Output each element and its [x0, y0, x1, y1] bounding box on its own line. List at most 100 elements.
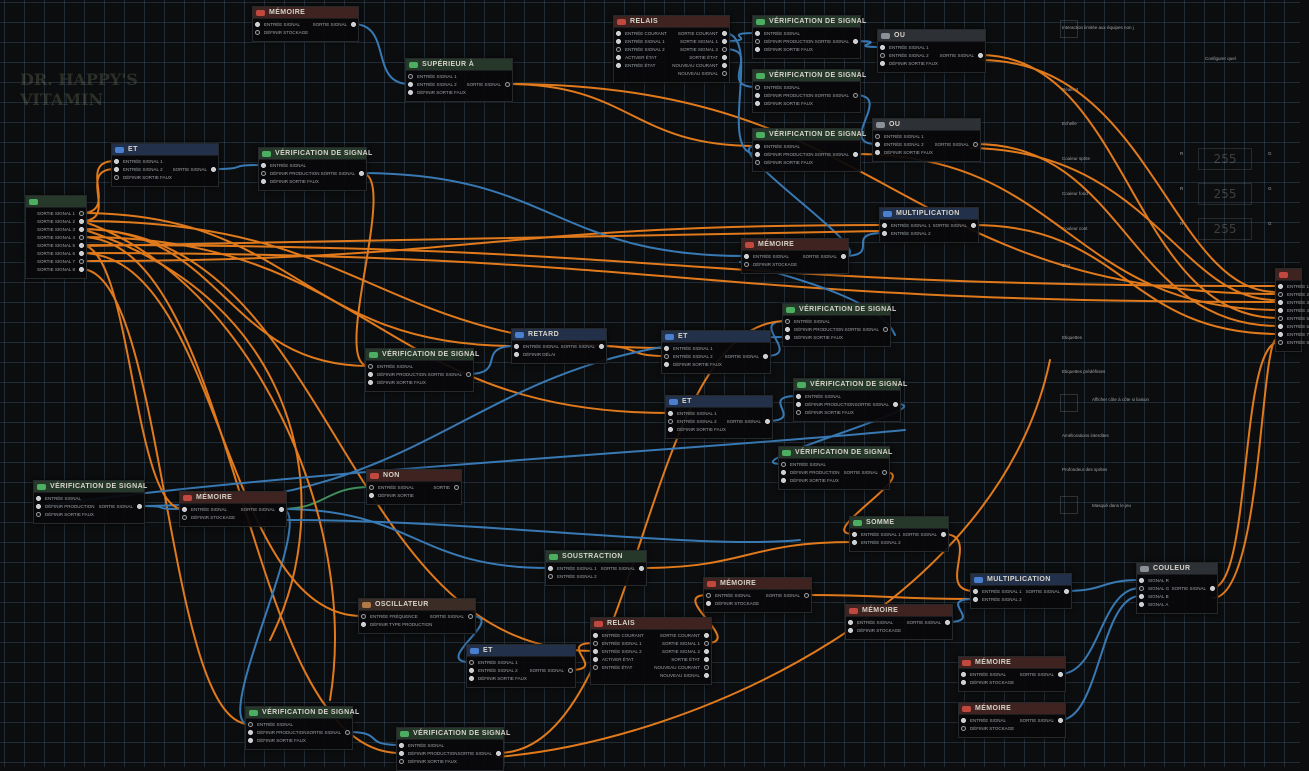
output-port-0[interactable]: SORTIE SIGNAL: [561, 343, 606, 351]
input-port-0[interactable]: ENTRÉE SIGNAL: [959, 671, 1006, 679]
input-port-2[interactable]: DÉFINIR SORTIE FAUX: [878, 60, 938, 68]
output-port-0[interactable]: SORTIE SIGNAL: [907, 619, 952, 627]
input-port-6[interactable]: ENTRÉE 7: [1276, 331, 1309, 339]
input-port-1[interactable]: DÉFINIR TYPE PRODUCTION: [359, 621, 432, 629]
output-port-3[interactable]: SORTIE SIGNAL 4: [37, 234, 86, 242]
input-port-1[interactable]: ENTRÉE SIGNAL 2: [546, 573, 597, 581]
port-pin-icon[interactable]: [1058, 718, 1063, 723]
port-pin-icon[interactable]: [1064, 589, 1069, 594]
input-port-0[interactable]: ENTRÉE SIGNAL: [753, 30, 800, 38]
port-pin-icon[interactable]: [848, 628, 853, 633]
port-pin-icon[interactable]: [468, 614, 473, 619]
signal-wire[interactable]: [1211, 341, 1280, 589]
port-pin-icon[interactable]: [755, 31, 760, 36]
port-pin-icon[interactable]: [599, 344, 604, 349]
input-port-2[interactable]: ENTRÉE 3: [1276, 299, 1309, 307]
output-port-0[interactable]: SORTIE SIGNAL: [815, 38, 860, 46]
signal-wire[interactable]: [506, 83, 757, 147]
port-pin-icon[interactable]: [973, 589, 978, 594]
port-pin-icon[interactable]: [639, 566, 644, 571]
node-header[interactable]: MÉMOIRE: [846, 605, 952, 617]
logic-wire[interactable]: [854, 40, 882, 48]
input-port-2[interactable]: DÉFINIR SORTIE FAUX: [34, 511, 94, 519]
input-port-0[interactable]: ENTRÉE SIGNAL 1: [112, 158, 163, 166]
node-header[interactable]: VÉRIFICATION DE SIGNAL: [366, 349, 479, 361]
port-pin-icon[interactable]: [182, 507, 187, 512]
input-port-0[interactable]: ENTRÉE SIGNAL: [246, 721, 293, 729]
port-pin-icon[interactable]: [137, 504, 142, 509]
node-header[interactable]: VÉRIFICATION DE SIGNAL: [783, 304, 896, 316]
output-port-0[interactable]: SORTIE SIGNAL: [1172, 585, 1217, 593]
logic-wire[interactable]: [346, 731, 401, 746]
logic-wire[interactable]: [467, 345, 516, 375]
output-port-3[interactable]: SORTIE ÉTAT: [671, 656, 711, 664]
node-header[interactable]: VÉRIFICATION DE SIGNAL: [779, 447, 892, 459]
node-header[interactable]: SUPÉRIEUR À: [406, 59, 512, 71]
node-header[interactable]: [26, 196, 86, 208]
port-pin-icon[interactable]: [961, 726, 966, 731]
port-pin-icon[interactable]: [248, 730, 253, 735]
input-port-1[interactable]: DÉFINIR PRODUCTION: [397, 750, 458, 758]
port-pin-icon[interactable]: [744, 262, 749, 267]
logic-wire[interactable]: [212, 164, 263, 170]
logic-wire[interactable]: [239, 508, 291, 725]
node-header[interactable]: OU: [878, 30, 985, 42]
port-pin-icon[interactable]: [704, 665, 709, 670]
signal-wire[interactable]: [355, 172, 375, 367]
port-pin-icon[interactable]: [255, 22, 260, 27]
node-header[interactable]: MÉMOIRE: [253, 7, 358, 19]
port-pin-icon[interactable]: [469, 676, 474, 681]
port-pin-icon[interactable]: [722, 63, 727, 68]
input-port-2[interactable]: DÉFINIR SORTIE FAUX: [794, 409, 854, 417]
output-port-2[interactable]: SORTIE SIGNAL 3: [37, 226, 86, 234]
port-pin-icon[interactable]: [973, 142, 978, 147]
input-port-2[interactable]: DÉFINIR SORTIE FAUX: [783, 334, 843, 342]
input-port-4[interactable]: ENTRÉE ÉTAT: [614, 62, 655, 70]
port-pin-icon[interactable]: [1278, 292, 1283, 297]
input-port-0[interactable]: ENTRÉE FRÉQUENCE: [359, 613, 418, 621]
node-header[interactable]: SOUSTRACTION: [546, 551, 646, 563]
input-port-1[interactable]: DÉFINIR PRODUCTION: [794, 401, 855, 409]
logic-wire[interactable]: [842, 232, 884, 257]
port-pin-icon[interactable]: [399, 743, 404, 748]
port-pin-icon[interactable]: [1278, 324, 1283, 329]
output-port-0[interactable]: SORTIE SIGNAL: [935, 141, 980, 149]
input-port-1[interactable]: ENTRÉE SIGNAL 2: [662, 353, 713, 361]
node-header[interactable]: COULEUR: [1137, 563, 1217, 575]
input-port-0[interactable]: ENTRÉE SIGNAL 1: [666, 410, 717, 418]
output-port-0[interactable]: SORTIE SIGNAL: [530, 667, 575, 675]
port-pin-icon[interactable]: [755, 160, 760, 165]
input-port-0[interactable]: ENTRÉE SIGNAL: [397, 742, 444, 750]
input-port-2[interactable]: DÉFINIR SORTIE FAUX: [259, 178, 319, 186]
input-port-2[interactable]: ENTRÉE SIGNAL 2: [591, 648, 642, 656]
port-pin-icon[interactable]: [568, 668, 573, 673]
input-port-2[interactable]: DÉFINIR SORTIE FAUX: [112, 174, 172, 182]
port-pin-icon[interactable]: [514, 352, 519, 357]
node-header[interactable]: RELAIS: [591, 618, 711, 630]
input-port-0[interactable]: ENTRÉE SIGNAL: [742, 253, 789, 261]
port-pin-icon[interactable]: [593, 665, 598, 670]
input-port-1[interactable]: ENTRÉE SIGNAL 1: [591, 640, 642, 648]
input-port-1[interactable]: DÉFINIR SORTIE: [367, 492, 414, 500]
port-pin-icon[interactable]: [763, 354, 768, 359]
output-port-0[interactable]: SORTIE SIGNAL: [855, 401, 900, 409]
port-pin-icon[interactable]: [664, 362, 669, 367]
logic-wire[interactable]: [280, 508, 550, 569]
port-pin-icon[interactable]: [883, 327, 888, 332]
signal-wire[interactable]: [600, 345, 666, 357]
port-pin-icon[interactable]: [408, 90, 413, 95]
input-port-0[interactable]: ENTRÉE SIGNAL 1: [880, 222, 931, 230]
port-pin-icon[interactable]: [369, 485, 374, 490]
input-port-1[interactable]: DÉFINIR PRODUCTION: [246, 729, 307, 737]
port-pin-icon[interactable]: [875, 150, 880, 155]
output-port-0[interactable]: SORTIE SIGNAL: [307, 729, 352, 737]
input-port-1[interactable]: DÉFINIR PRODUCTION: [753, 92, 814, 100]
